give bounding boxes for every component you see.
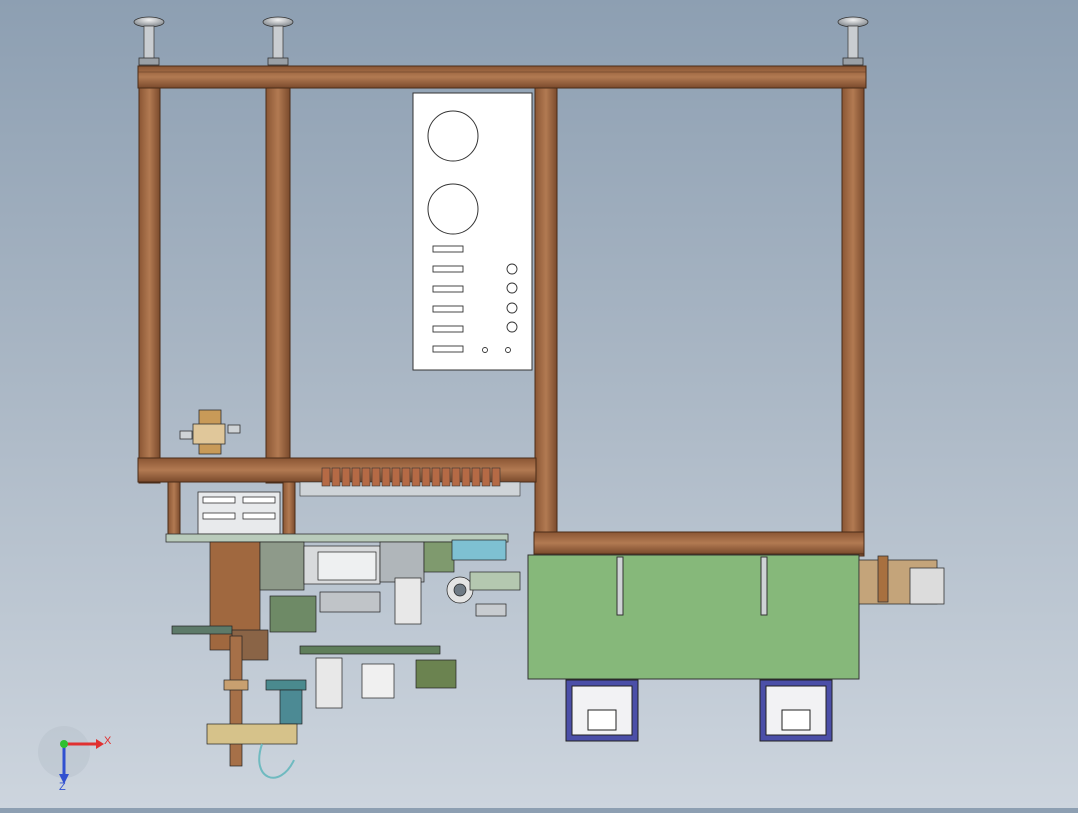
- base-plate: [165, 533, 509, 543]
- blue-mount: [565, 679, 639, 742]
- side-conveyor: [858, 555, 945, 605]
- switch-cutouts: [482, 263, 518, 353]
- terminal-block: [361, 467, 371, 487]
- blue-mount: [759, 679, 833, 742]
- mechanism-cluster: [171, 539, 521, 779]
- terminal-block: [481, 467, 491, 487]
- left-label-panel: [197, 491, 281, 535]
- terminal-block: [371, 467, 381, 487]
- terminal-block: [441, 467, 451, 487]
- leveling-foot-icon: [133, 16, 165, 66]
- terminal-block: [421, 467, 431, 487]
- leveling-foot-icon: [837, 16, 869, 66]
- terminal-block: [321, 467, 331, 487]
- leveling-foot-icon: [262, 16, 294, 66]
- terminal-block: [461, 467, 471, 487]
- terminal-block: [471, 467, 481, 487]
- terminal-block: [451, 467, 461, 487]
- terminal-block: [351, 467, 361, 487]
- welded-frame: [137, 65, 867, 557]
- terminal-block: [381, 467, 391, 487]
- terminal-block: [491, 467, 501, 487]
- connector-cutouts: [432, 245, 464, 353]
- terminal-block: [341, 467, 351, 487]
- clamp-bracket: [179, 409, 241, 455]
- terminal-block: [431, 467, 441, 487]
- terminal-strip: [299, 467, 521, 497]
- terminal-block: [411, 467, 421, 487]
- terminal-block: [401, 467, 411, 487]
- green-enclosure: [527, 554, 860, 680]
- electrical-panel: [412, 92, 533, 371]
- terminal-block: [331, 467, 341, 487]
- terminal-block: [391, 467, 401, 487]
